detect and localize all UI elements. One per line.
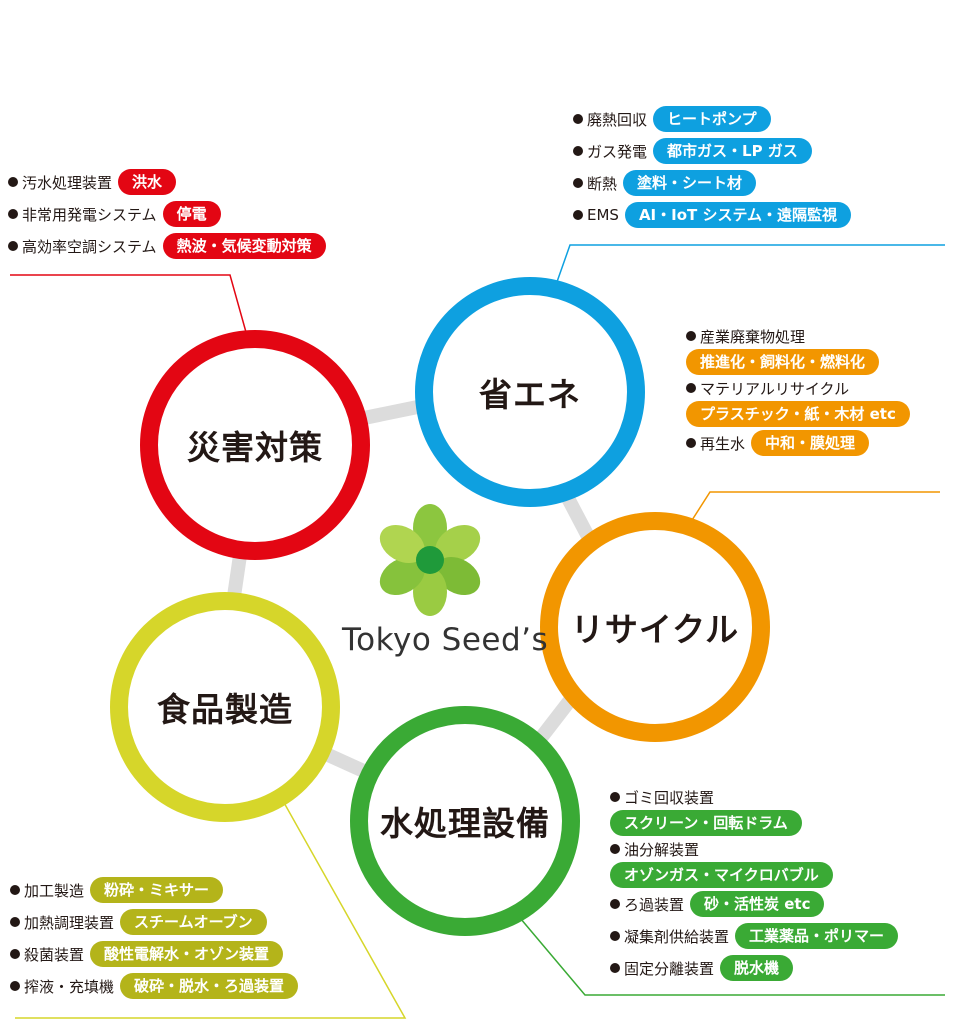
water-item: ろ過装置 砂・活性炭 etc — [610, 888, 898, 920]
item-label: EMS — [587, 206, 619, 224]
water-item-tag-row: スクリーン・回転ドラム — [610, 810, 898, 836]
circle-recycle-label: リサイクル — [570, 610, 740, 649]
bullet-icon — [573, 114, 583, 124]
bullet-icon — [686, 383, 696, 393]
water-item-label-row: 油分解装置 — [610, 836, 898, 862]
water-item: 固定分離装置 脱水機 — [610, 952, 898, 984]
item-label: 凝集剤供給装置 — [624, 927, 730, 946]
item-label: 高効率空調システム — [22, 237, 157, 256]
item-tag: 停電 — [162, 201, 221, 227]
disaster-item-list: 汚水処理装置 洪水 非常用発電システム 停電 高効率空調システム 熱波・気候変動… — [8, 166, 326, 262]
bullet-icon — [573, 178, 583, 188]
item-tag: 酸性電解水・オゾン装置 — [90, 941, 284, 967]
item-tag: 脱水機 — [720, 955, 794, 981]
energy-item: 断熱 塗料・シート材 — [573, 167, 851, 199]
circle-energy: 省エネ — [415, 277, 645, 507]
circle-water-label: 水処理設備 — [380, 804, 550, 843]
item-label: 加熱調理装置 — [24, 913, 115, 932]
bullet-icon — [610, 899, 620, 909]
item-label: 非常用発電システム — [22, 205, 157, 224]
item-label: 汚水処理装置 — [22, 173, 113, 192]
bullet-icon — [10, 981, 20, 991]
circle-food-label: 食品製造 — [157, 690, 293, 729]
item-label: ガス発電 — [587, 142, 648, 161]
item-tag: 熱波・気候変動対策 — [162, 233, 326, 259]
food-item: 加工製造 粉砕・ミキサー — [10, 874, 298, 906]
item-tag: AI・IoT システム・遠隔監視 — [624, 202, 852, 228]
brand-name: Tokyo Seed’s — [342, 622, 549, 658]
item-label: 廃熱回収 — [587, 110, 648, 129]
item-tag: 洪水 — [118, 169, 177, 195]
bullet-icon — [10, 885, 20, 895]
item-tag: 中和・膜処理 — [751, 430, 870, 456]
item-label: 加工製造 — [24, 881, 85, 900]
circle-food: 食品製造 — [110, 592, 340, 822]
circle-water: 水処理設備 — [350, 706, 580, 936]
item-tag: 工業薬品・ポリマー — [735, 923, 899, 949]
disaster-item: 非常用発電システム 停電 — [8, 198, 326, 230]
bullet-icon — [8, 177, 18, 187]
item-label: 固定分離装置 — [624, 959, 715, 978]
item-tag: ヒートポンプ — [653, 106, 771, 132]
item-label: 殺菌装置 — [24, 945, 85, 964]
item-label: マテリアルリサイクル — [700, 379, 850, 398]
bullet-icon — [610, 844, 620, 854]
bullet-icon — [10, 917, 20, 927]
energy-item: ガス発電 都市ガス・LP ガス — [573, 135, 851, 167]
disaster-item: 高効率空調システム 熱波・気候変動対策 — [8, 230, 326, 262]
logo-petals — [379, 504, 481, 616]
bullet-icon — [8, 241, 18, 251]
item-tag: オゾンガス・マイクロバブル — [610, 862, 833, 888]
item-tag: 砂・活性炭 etc — [690, 891, 825, 917]
recycle-item-label-row: 産業廃棄物処理 — [686, 323, 910, 349]
bullet-icon — [10, 949, 20, 959]
circle-recycle: リサイクル — [540, 512, 770, 742]
item-label: ろ過装置 — [624, 895, 685, 914]
bullet-icon — [8, 209, 18, 219]
item-label: ゴミ回収装置 — [624, 788, 715, 807]
bullet-icon — [610, 792, 620, 802]
food-item: 搾液・充填機 破砕・脱水・ろ過装置 — [10, 970, 299, 1002]
item-label: 再生水 — [700, 434, 746, 453]
disaster-item: 汚水処理装置 洪水 — [8, 166, 326, 198]
food-item-list: 加工製造 粉砕・ミキサー 加熱調理装置 スチームオーブン 殺菌装置 酸性電解水・… — [10, 874, 299, 1002]
water-item-list: ゴミ回収装置 スクリーン・回転ドラム 油分解装置 オゾンガス・マイクロバブル ろ… — [610, 784, 899, 984]
recycle-item-label-row: マテリアルリサイクル — [686, 375, 910, 401]
bullet-icon — [686, 331, 696, 341]
recycle-item: 再生水 中和・膜処理 — [686, 427, 910, 459]
circle-disaster-label: 災害対策 — [187, 428, 323, 467]
water-item-tag-row: オゾンガス・マイクロバブル — [610, 862, 898, 888]
energy-item: EMS AI・IoT システム・遠隔監視 — [573, 199, 852, 231]
item-tag: 推進化・飼料化・燃料化 — [686, 349, 880, 375]
bullet-icon — [610, 963, 620, 973]
item-tag: 都市ガス・LP ガス — [653, 138, 812, 164]
bullet-icon — [610, 931, 620, 941]
item-tag: 粉砕・ミキサー — [90, 877, 224, 903]
energy-item-list: 廃熱回収 ヒートポンプ ガス発電 都市ガス・LP ガス 断熱 塗料・シート材 E… — [573, 103, 852, 231]
bullet-icon — [686, 438, 696, 448]
item-tag: プラスチック・紙・木材 etc — [686, 401, 910, 427]
recycle-item-list: 産業廃棄物処理 推進化・飼料化・燃料化 マテリアルリサイクル プラスチック・紙・… — [686, 323, 910, 459]
item-tag: スクリーン・回転ドラム — [610, 810, 802, 836]
circle-energy-label: 省エネ — [479, 375, 581, 414]
seed-logo-icon — [379, 504, 481, 616]
item-label: 産業廃棄物処理 — [700, 327, 806, 346]
recycle-item-tag-row: プラスチック・紙・木材 etc — [686, 401, 910, 427]
item-tag: 破砕・脱水・ろ過装置 — [120, 973, 299, 999]
item-tag: スチームオーブン — [120, 909, 267, 935]
item-label: 搾液・充填機 — [24, 977, 115, 996]
bullet-icon — [573, 146, 583, 156]
water-item-label-row: ゴミ回収装置 — [610, 784, 898, 810]
bullet-icon — [573, 210, 583, 220]
item-tag: 塗料・シート材 — [623, 170, 757, 196]
circle-disaster: 災害対策 — [140, 330, 370, 560]
food-item: 殺菌装置 酸性電解水・オゾン装置 — [10, 938, 298, 970]
item-label: 油分解装置 — [624, 840, 700, 859]
water-item: 凝集剤供給装置 工業薬品・ポリマー — [610, 920, 899, 952]
food-item: 加熱調理装置 スチームオーブン — [10, 906, 298, 938]
callout-line-food — [15, 759, 407, 1019]
energy-item: 廃熱回収 ヒートポンプ — [573, 103, 851, 135]
item-label: 断熱 — [587, 174, 618, 193]
recycle-item-tag-row: 推進化・飼料化・燃料化 — [686, 349, 910, 375]
